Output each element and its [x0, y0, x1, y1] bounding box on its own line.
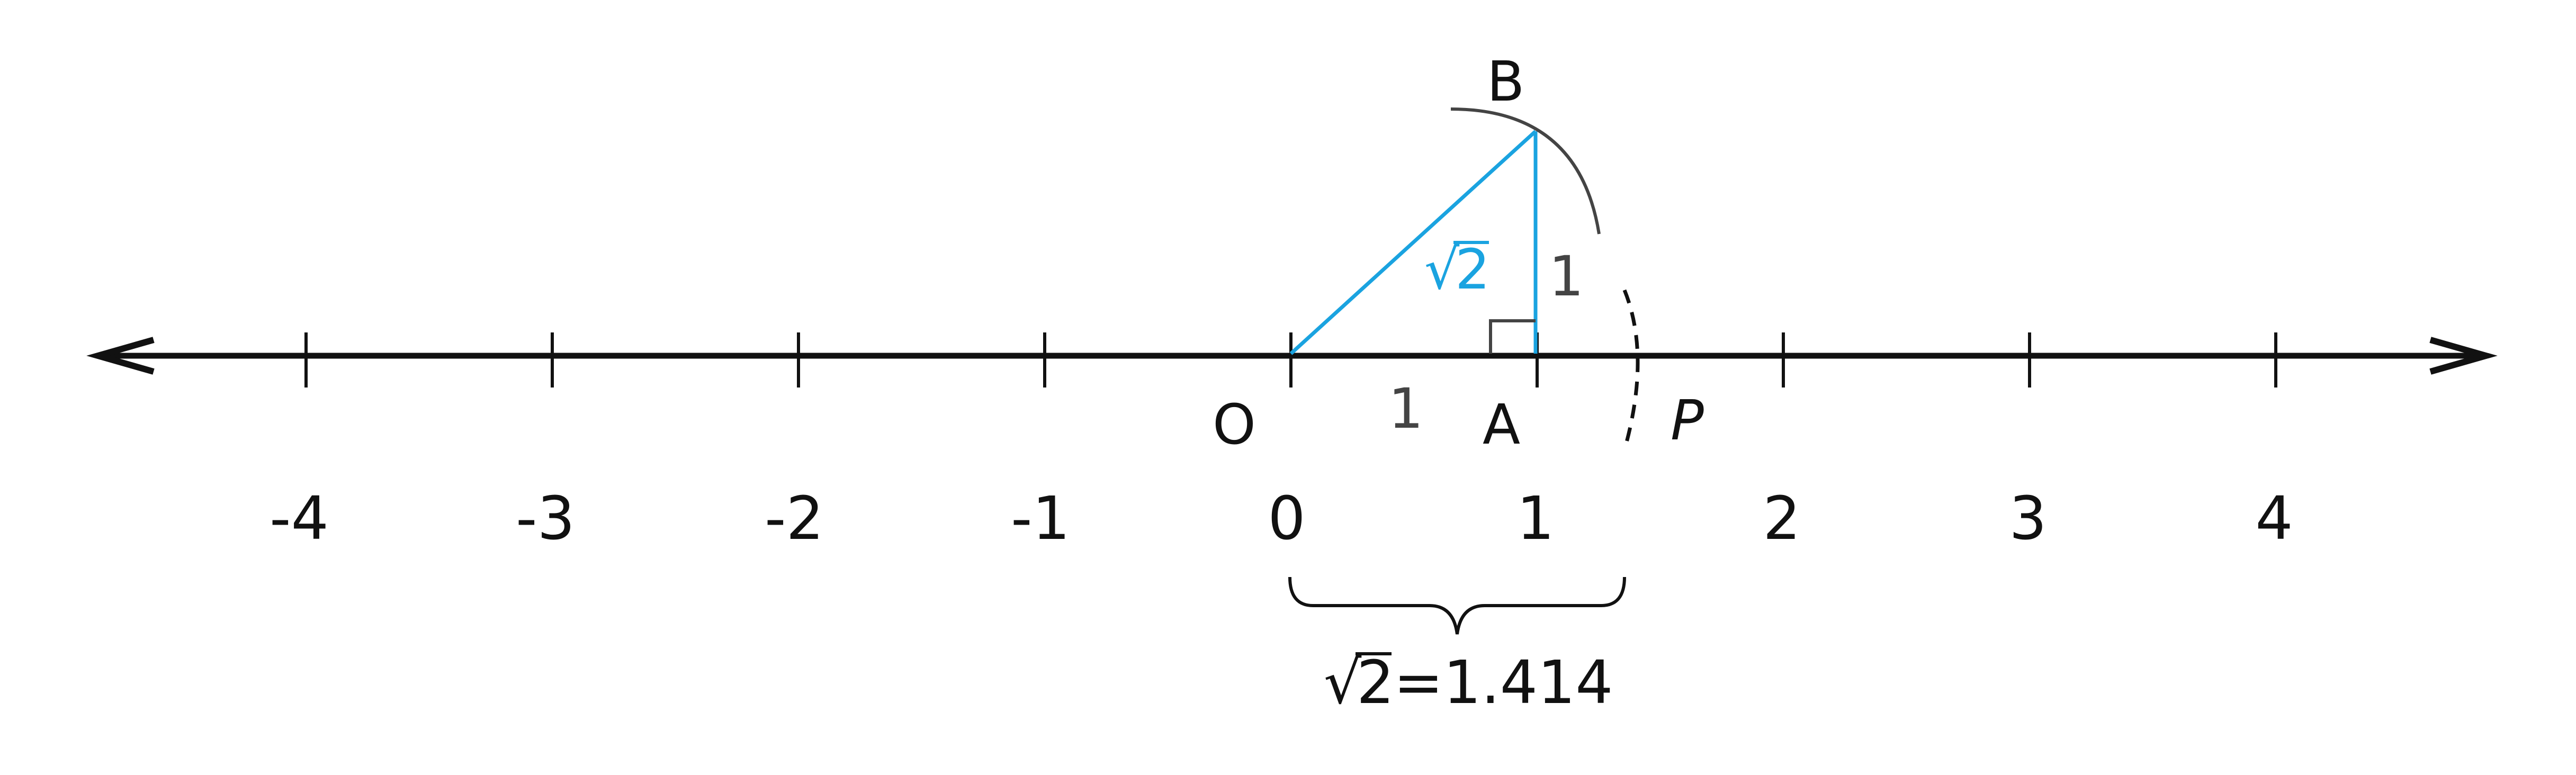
- right-arrowhead: [2429, 337, 2498, 375]
- dashed-construction-arc: [1622, 289, 1640, 450]
- tick-label: 3: [2009, 484, 2047, 553]
- tick-label: -2: [765, 484, 824, 553]
- height-length-label: 1: [1549, 244, 1584, 309]
- triangle-hypotenuse: [1289, 130, 1537, 355]
- hypotenuse-radicand: 2: [1455, 237, 1490, 302]
- brace-radicand: 2: [1357, 648, 1394, 717]
- brace-radical-sign: √: [1324, 648, 1362, 717]
- brace-value-text: =1.414: [1394, 648, 1613, 717]
- tick-label: -1: [1011, 484, 1070, 553]
- point-label-p: P: [1671, 388, 1704, 453]
- construction-arc: [1450, 107, 1601, 235]
- brace-value-label: √ 2 =1.414: [1324, 648, 1613, 717]
- tick-label: 0: [1268, 484, 1305, 553]
- base-length-label: 1: [1388, 376, 1423, 441]
- tick-label: 4: [2255, 484, 2293, 553]
- hypotenuse-radical-sign: √: [1424, 237, 1460, 302]
- tick-label: 2: [1763, 484, 1800, 553]
- measurement-brace: [1288, 576, 1626, 635]
- tick-marks: [304, 332, 2277, 388]
- point-label-o: O: [1213, 392, 1256, 457]
- tick-label: 1: [1516, 484, 1554, 553]
- left-arrowhead: [86, 337, 155, 375]
- tick-labels: -4 -3 -2 -1 0 1 2 3 4: [270, 484, 2293, 553]
- hypotenuse-length-label: √ 2: [1424, 237, 1490, 302]
- tick-label: -3: [516, 484, 575, 553]
- tick-label: -4: [270, 484, 329, 553]
- point-label-b: B: [1487, 49, 1524, 114]
- right-angle-marker: [1489, 319, 1536, 354]
- point-label-a: A: [1483, 392, 1520, 457]
